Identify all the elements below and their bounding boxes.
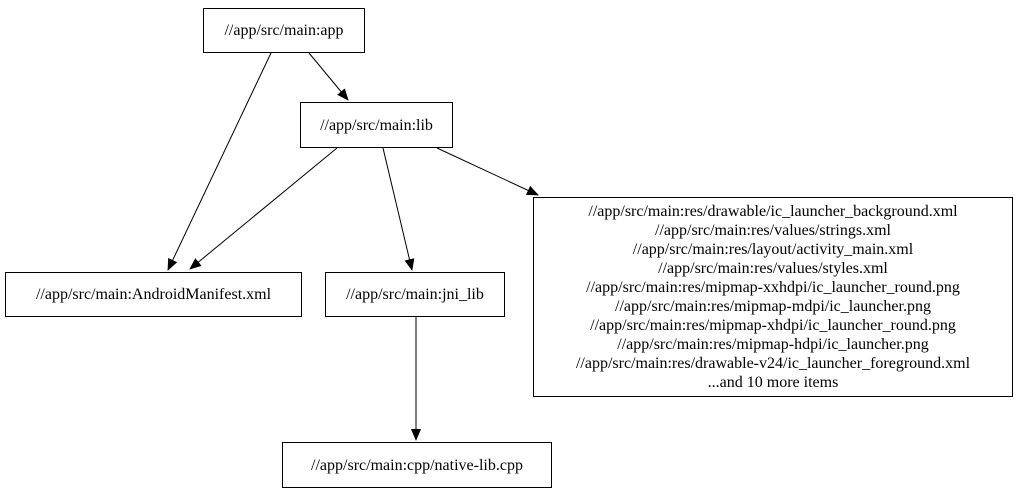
node-lib-label: //app/src/main:lib <box>320 116 433 134</box>
node-jni-lib-label: //app/src/main:jni_lib <box>346 286 484 303</box>
edge-lib-to-res <box>436 147 539 196</box>
res-file-item: //app/src/main:res/mipmap-mdpi/ic_launch… <box>615 298 931 315</box>
node-android-manifest: //app/src/main:AndroidManifest.xml <box>5 272 302 317</box>
edge-lib-to-manifest <box>189 147 338 270</box>
node-native-lib-cpp: //app/src/main:cpp/native-lib.cpp <box>282 442 552 488</box>
node-res-files: //app/src/main:res/drawable/ic_launcher_… <box>533 197 1013 397</box>
res-file-item: //app/src/main:res/mipmap-xxhdpi/ic_laun… <box>586 279 960 296</box>
res-file-item: //app/src/main:res/values/styles.xml <box>658 260 888 277</box>
edge-app-to-lib <box>308 52 349 101</box>
edge-lib-to-jni-lib <box>382 147 415 271</box>
res-file-item: //app/src/main:res/values/strings.xml <box>655 222 891 239</box>
res-file-item: //app/src/main:res/drawable/ic_launcher_… <box>588 203 958 220</box>
res-more-items: ...and 10 more items <box>707 374 839 391</box>
node-app: //app/src/main:app <box>203 8 365 53</box>
res-file-item: //app/src/main:res/mipmap-hdpi/ic_launch… <box>617 336 929 353</box>
res-file-item: //app/src/main:res/layout/activity_main.… <box>632 241 914 258</box>
edge-app-to-manifest <box>167 52 272 271</box>
node-app-label: //app/src/main:app <box>224 22 344 39</box>
res-file-item: //app/src/main:res/drawable-v24/ic_launc… <box>575 355 971 372</box>
node-lib: //app/src/main:lib <box>300 102 453 148</box>
node-native-lib-cpp-label: //app/src/main:cpp/native-lib.cpp <box>311 456 523 474</box>
node-jni-lib: //app/src/main:jni_lib <box>325 272 505 317</box>
res-file-item: //app/src/main:res/mipmap-xhdpi/ic_launc… <box>590 317 956 334</box>
node-android-manifest-label: //app/src/main:AndroidManifest.xml <box>35 286 272 303</box>
